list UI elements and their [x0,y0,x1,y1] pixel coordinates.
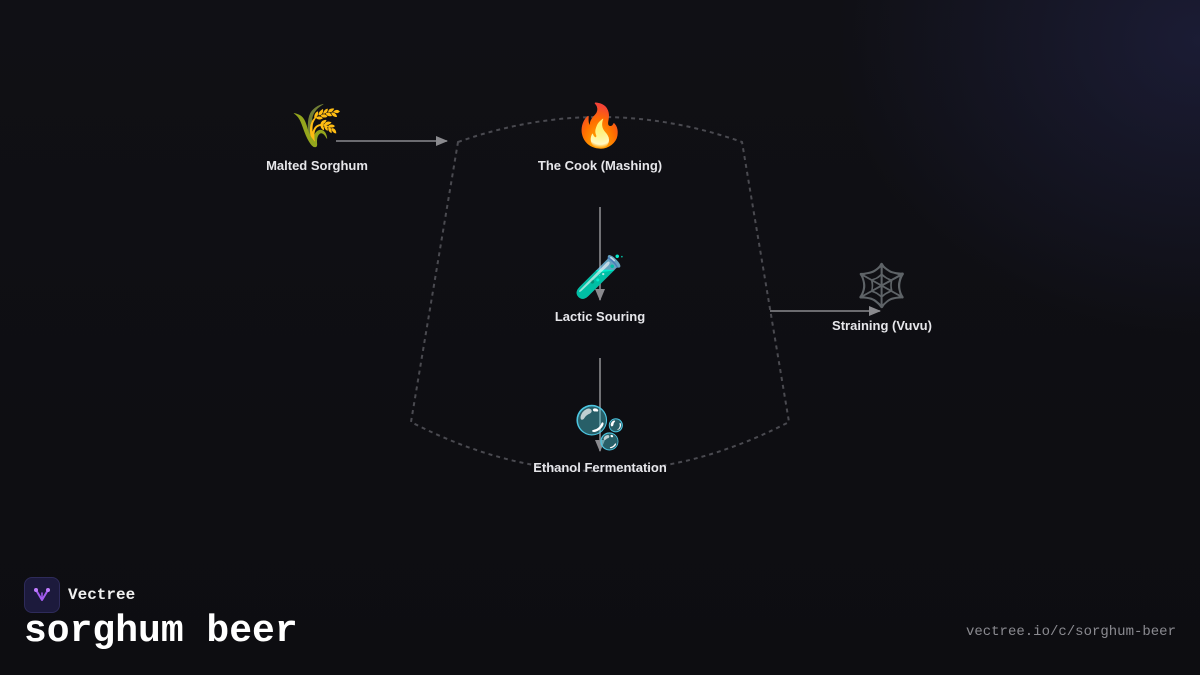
node-lactic-souring[interactable]: 🧪 Lactic Souring [554,252,646,325]
node-ethanol-fermentation[interactable]: 🫧 Ethanol Fermentation [533,403,667,476]
bubbles-icon: 🫧 [573,403,627,452]
brand-name: Vectree [68,586,136,604]
vectree-logo-icon [24,577,60,613]
brand[interactable]: Vectree [24,577,135,613]
test-tube-icon: 🧪 [573,252,627,301]
wheat-icon: 🌾 [290,101,344,150]
node-label: Straining (Vuvu) [832,318,932,333]
page-title: sorghum beer [24,610,298,653]
node-label: The Cook (Mashing) [537,158,663,173]
node-label: Ethanol Fermentation [533,460,667,475]
node-label: Lactic Souring [554,309,646,324]
node-straining[interactable]: 🕸️ Straining (Vuvu) [832,261,932,334]
spider-web-icon: 🕸️ [855,261,909,310]
node-the-cook[interactable]: 🔥 The Cook (Mashing) [537,101,663,174]
process-group-outline [409,116,791,472]
page-url[interactable]: vectree.io/c/sorghum-beer [965,624,1176,640]
fire-icon: 🔥 [573,101,627,150]
node-label: Malted Sorghum [266,158,368,173]
node-malted-sorghum[interactable]: 🌾 Malted Sorghum [266,101,368,174]
